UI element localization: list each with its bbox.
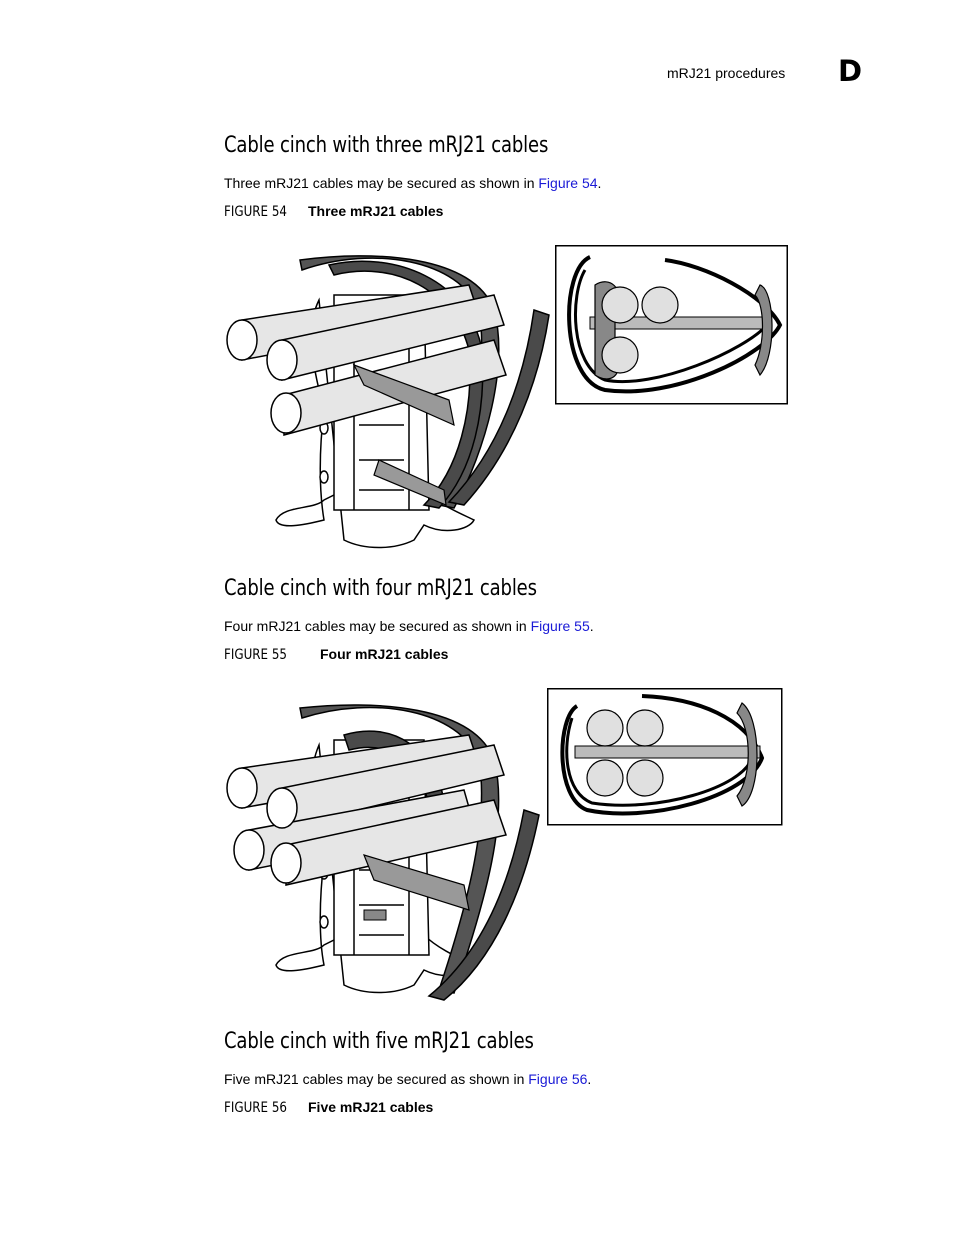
section-heading-three-cables: Cable cinch with three mRJ21 cables	[224, 133, 549, 158]
figure-56-link[interactable]: Figure 56	[528, 1071, 588, 1087]
figure-title: Four mRJ21 cables	[320, 646, 449, 662]
figure-title: Five mRJ21 cables	[308, 1099, 434, 1115]
figure-caption: FIGURE 56	[224, 1099, 298, 1116]
figure-caption: FIGURE 54	[224, 203, 298, 220]
figure-label: FIGURE 54	[224, 204, 288, 220]
appendix-letter: D	[838, 54, 863, 88]
running-header-title: mRJ21 procedures	[667, 65, 786, 81]
section-paragraph: Five mRJ21 cables may be secured as show…	[224, 1071, 592, 1087]
figure-caption: FIGURE 55	[224, 646, 298, 663]
figure-title: Three mRJ21 cables	[308, 203, 444, 219]
figure-label: FIGURE 55	[224, 647, 288, 663]
figure-54-cross-section-inset	[555, 245, 788, 405]
section-heading-five-cables: Cable cinch with five mRJ21 cables	[224, 1029, 534, 1054]
figure-55-cross-section-inset	[547, 688, 783, 826]
figure-label: FIGURE 56	[224, 1100, 288, 1116]
section-heading-four-cables: Cable cinch with four mRJ21 cables	[224, 576, 537, 601]
figure-55-cinch-illustration	[226, 704, 540, 1001]
section-paragraph: Three mRJ21 cables may be secured as sho…	[224, 175, 602, 191]
figure-54-link[interactable]: Figure 54	[538, 175, 598, 191]
figure-54-cinch-illustration	[226, 255, 550, 549]
figure-55-link[interactable]: Figure 55	[530, 618, 590, 634]
section-paragraph: Four mRJ21 cables may be secured as show…	[224, 618, 594, 634]
